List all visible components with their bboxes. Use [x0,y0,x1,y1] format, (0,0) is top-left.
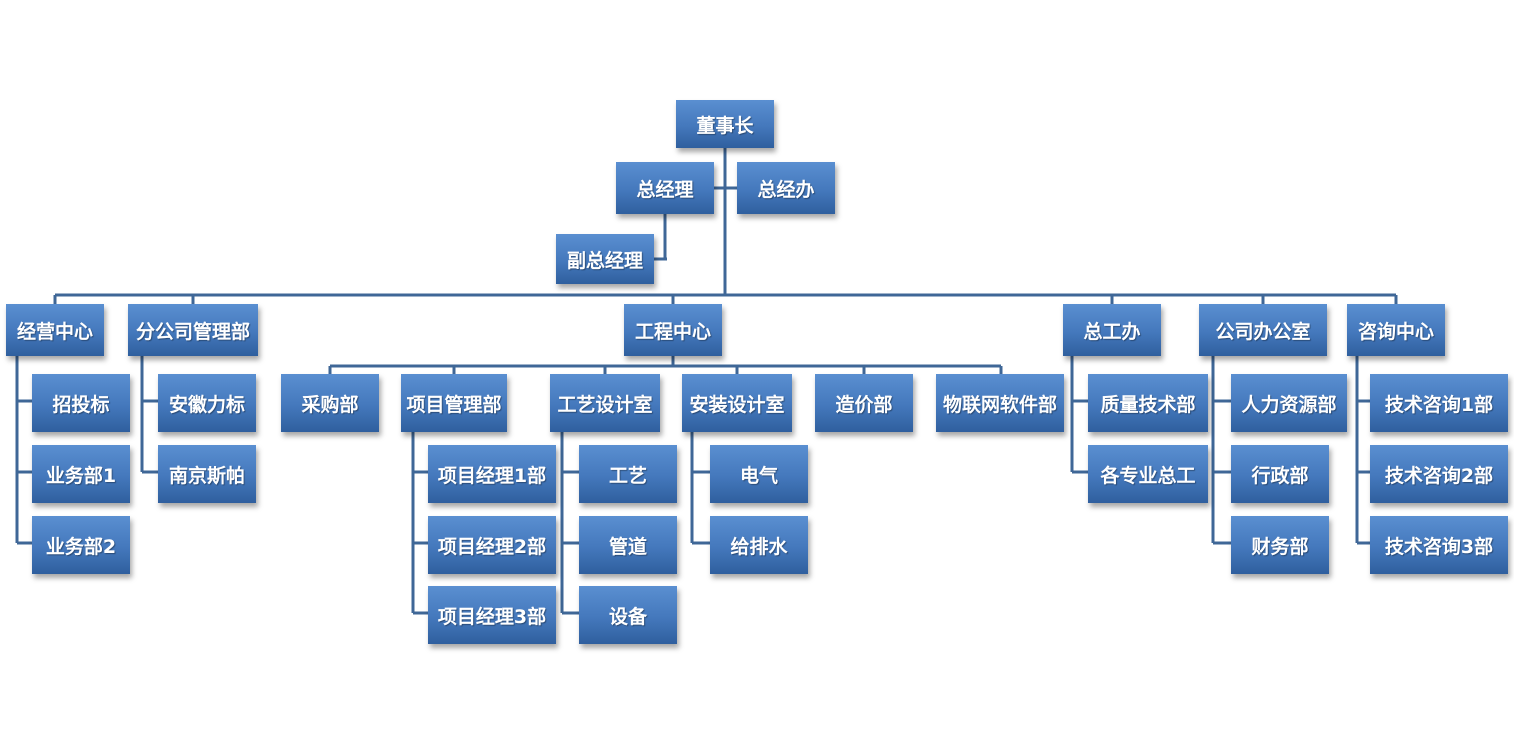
node-plumbing: 给排水 [710,516,808,574]
node-cost: 造价部 [815,374,913,432]
node-quality-tech: 质量技术部 [1088,374,1208,432]
node-installation-design: 安装设计室 [682,374,792,432]
node-finance: 财务部 [1231,516,1329,574]
node-process: 工艺 [579,445,677,503]
node-admin: 行政部 [1231,445,1329,503]
node-business-dept-2: 业务部2 [32,516,130,574]
node-chairman: 董事长 [676,100,774,148]
node-bidding: 招投标 [32,374,130,432]
node-consulting-1: 技术咨询1部 [1370,374,1508,432]
node-business-center: 经营中心 [6,304,104,356]
node-electrical: 电气 [710,445,808,503]
node-branch-management: 分公司管理部 [128,304,258,356]
node-pm-dept-3: 项目经理3部 [428,586,556,644]
node-iot-software: 物联网软件部 [936,374,1064,432]
node-piping: 管道 [579,516,677,574]
node-gm-office: 总经办 [737,162,835,214]
node-consulting-3: 技术咨询3部 [1370,516,1508,574]
node-discipline-chief-engineers: 各专业总工 [1088,445,1208,503]
node-chief-engineer-office: 总工办 [1063,304,1161,356]
node-branch-nanjing: 南京斯帕 [158,445,256,503]
node-pm-dept-1: 项目经理1部 [428,445,556,503]
node-general-manager: 总经理 [616,162,714,214]
node-hr: 人力资源部 [1231,374,1347,432]
node-project-management: 项目管理部 [401,374,507,432]
node-purchasing: 采购部 [281,374,379,432]
node-company-office: 公司办公室 [1199,304,1327,356]
node-consulting-center: 咨询中心 [1347,304,1445,356]
node-deputy-gm: 副总经理 [556,234,654,284]
node-consulting-2: 技术咨询2部 [1370,445,1508,503]
node-business-dept-1: 业务部1 [32,445,130,503]
node-equipment: 设备 [579,586,677,644]
node-branch-anhui: 安徽力标 [158,374,256,432]
node-engineering-center: 工程中心 [624,304,722,356]
node-process-design: 工艺设计室 [550,374,660,432]
node-pm-dept-2: 项目经理2部 [428,516,556,574]
